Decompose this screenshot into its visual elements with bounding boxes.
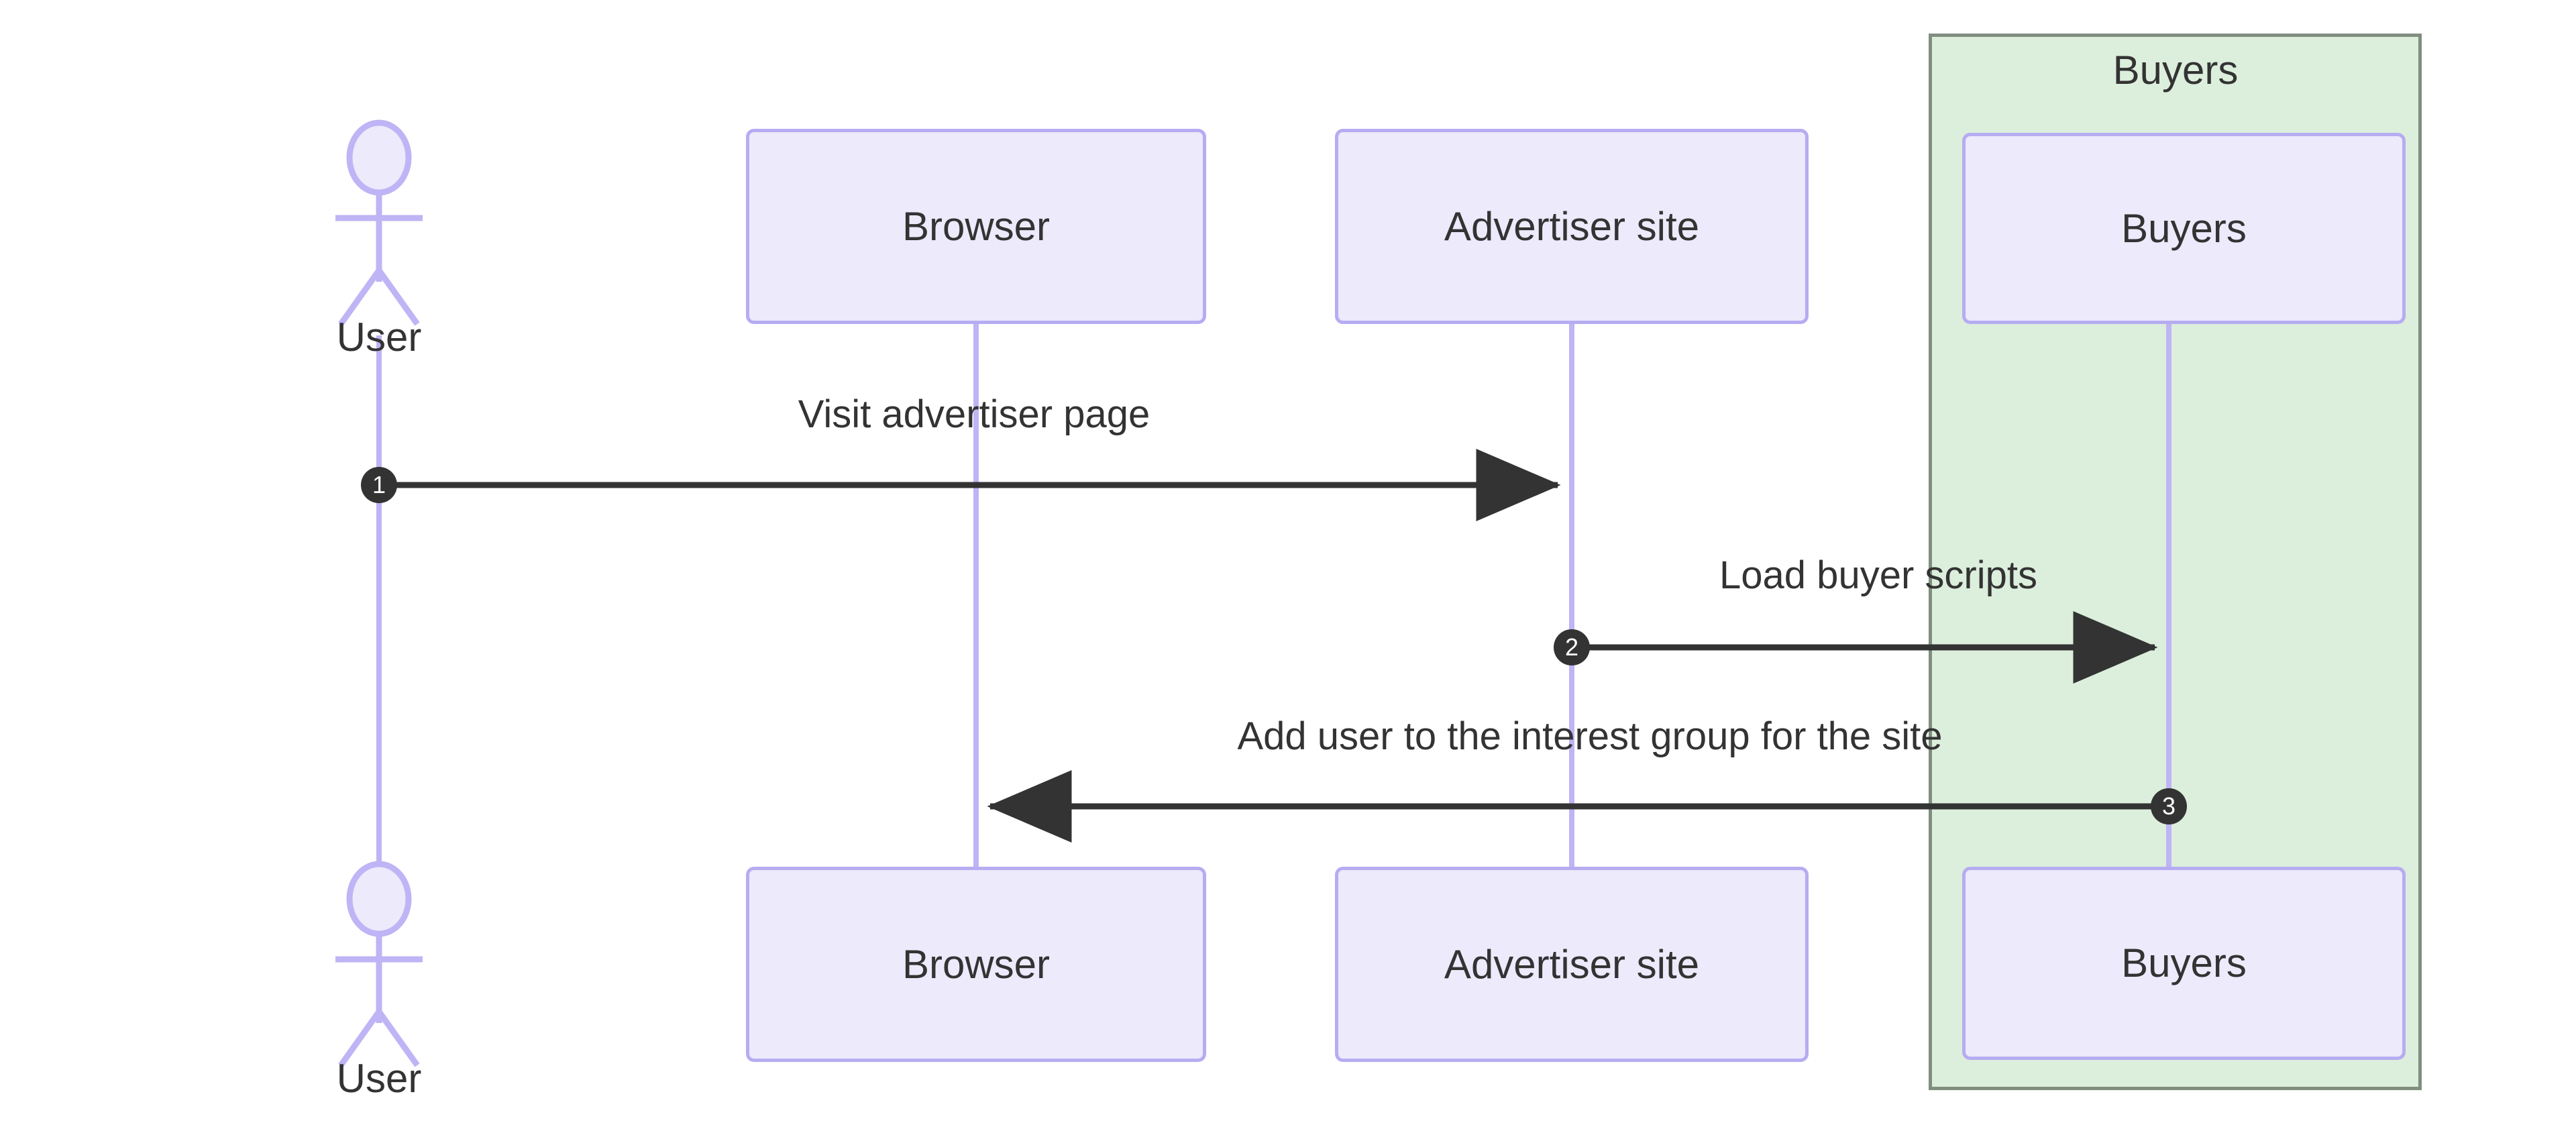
actor-figure-user-top (335, 119, 423, 326)
participant-box-buyers-bottom[interactable]: Buyers (1962, 867, 2406, 1060)
group-label-buyers: Buyers (2112, 48, 2239, 93)
participant-box-buyers-top[interactable]: Buyers (1962, 133, 2406, 324)
message-label-3: Add user to the interest group for the s… (1237, 714, 1943, 758)
sequence-number-3: 3 (2151, 788, 2187, 824)
actor-label-user-bottom: User (336, 1056, 422, 1101)
participant-box-advertiser-site-bottom[interactable]: Advertiser site (1335, 867, 1809, 1062)
participant-box-advertiser-site-top[interactable]: Advertiser site (1335, 129, 1809, 324)
message-label-2: Load buyer scripts (1719, 553, 2037, 597)
message-label-1: Visit advertiser page (798, 392, 1150, 436)
sequence-number-1: 1 (361, 467, 397, 503)
participant-box-browser-bottom[interactable]: Browser (746, 867, 1206, 1062)
participant-box-browser-top[interactable]: Browser (746, 129, 1206, 324)
actor-label-user-top: User (336, 315, 422, 360)
actor-figure-user-bottom (335, 861, 423, 1067)
sequence-number-2: 2 (1554, 629, 1590, 665)
